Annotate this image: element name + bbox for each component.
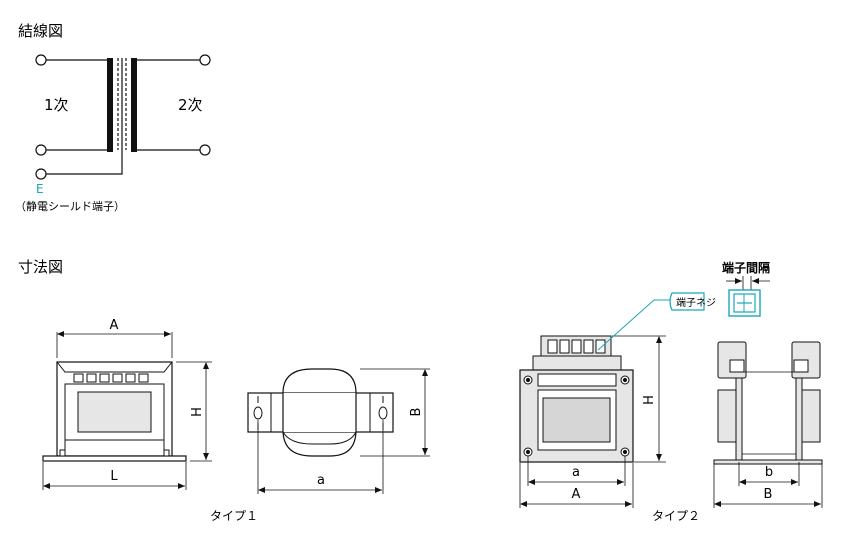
primary-label: 1次 — [44, 96, 69, 114]
secondary-terminal-top — [199, 54, 211, 66]
type1-dim-B-label: B — [409, 408, 424, 417]
type2-side-base — [713, 459, 823, 465]
terminal-screw-callout — [669, 292, 705, 311]
type2-front-view: H a A — [519, 335, 666, 508]
type2-caption: タイプ２ — [652, 509, 700, 523]
terminal-screw-label: 端子ネジ — [676, 296, 716, 309]
earth-label: E — [36, 182, 44, 196]
secondary-label: 2次 — [178, 96, 203, 114]
type2-dim-B-label: B — [764, 487, 773, 502]
terminal-detail: 端子間隔 端子ネジ — [597, 260, 770, 351]
earth-description: （静電シールド端子） — [15, 199, 125, 213]
type2-dim-b-label: b — [765, 465, 773, 480]
type2-coil-window — [542, 397, 611, 443]
type2-side-view: b B — [713, 341, 823, 508]
type1-front-view: A H L — [42, 318, 212, 490]
type1-top-slots — [73, 373, 149, 383]
type2-dim-a-label: a — [572, 465, 580, 480]
wiring-diagram: 結線図 1次 2次 E （静電シールド端子） — [15, 22, 211, 213]
type2-dim-H-label: H — [642, 395, 657, 405]
type1-mount-hole-left — [253, 406, 263, 420]
primary-winding — [107, 58, 113, 152]
type1-dim-H-label: H — [190, 407, 205, 417]
type1-coil-window — [77, 391, 152, 433]
secondary-winding — [131, 58, 137, 152]
wiring-leads — [46, 59, 200, 175]
secondary-terminal-bottom — [199, 144, 211, 156]
terminal-pitch-label: 端子間隔 — [722, 260, 770, 275]
type2-dim-A-label: A — [572, 487, 581, 502]
type2-bolts — [523, 375, 630, 457]
terminal-screw-leader — [597, 299, 672, 351]
type1-caption: タイプ１ — [210, 509, 258, 523]
wiring-title: 結線図 — [18, 22, 63, 40]
type1-mount-hole-right — [378, 406, 388, 420]
dimension-title: 寸法図 — [18, 258, 63, 276]
type1-top-view: B a — [247, 368, 430, 494]
earth-terminal — [35, 168, 47, 180]
primary-terminal-top — [35, 54, 47, 66]
type1-mounting-base — [42, 455, 187, 462]
type1-dim-a-label: a — [317, 473, 325, 488]
primary-terminal-bottom — [35, 144, 47, 156]
type1-dim-A-label: A — [110, 318, 119, 333]
type1-dim-L-label: L — [110, 469, 118, 484]
